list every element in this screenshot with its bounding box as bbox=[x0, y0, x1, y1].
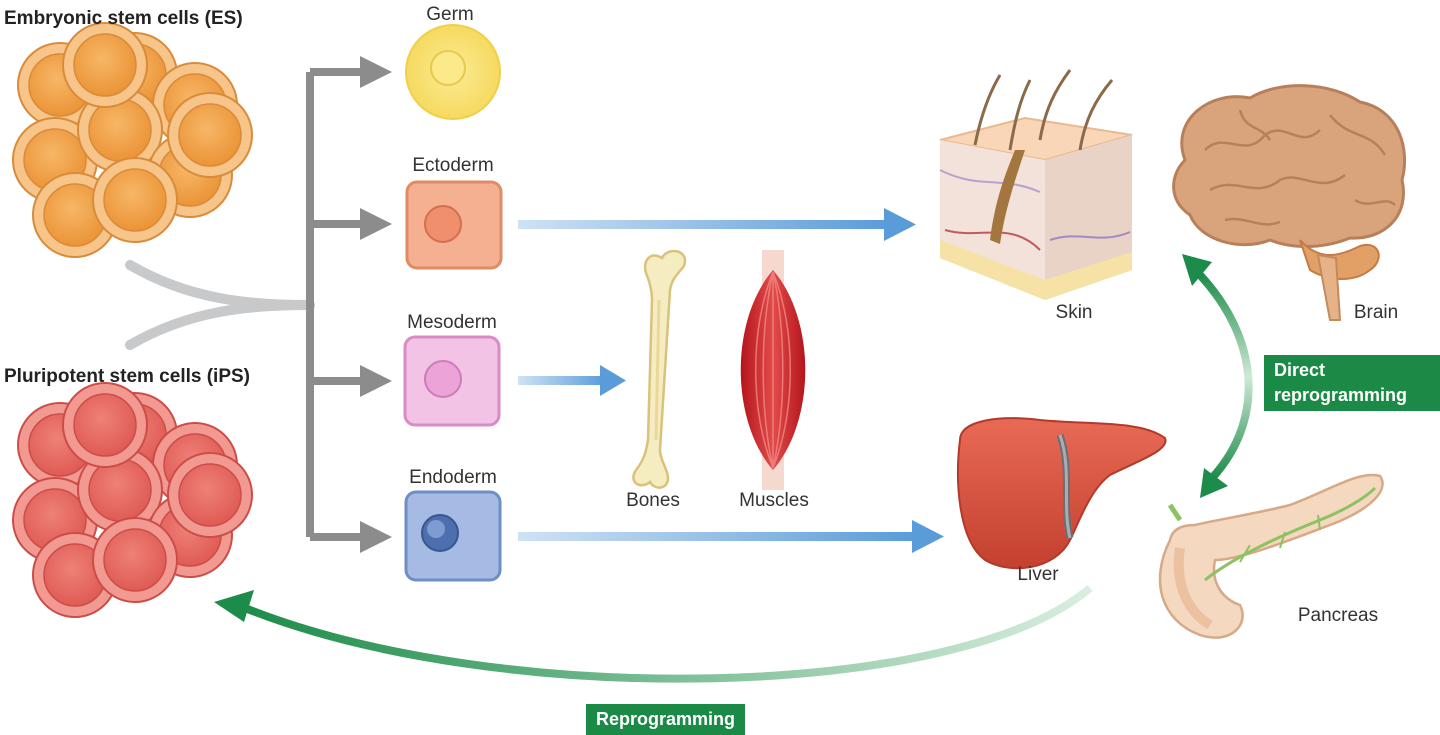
skin-label: Skin bbox=[1055, 302, 1093, 323]
brain-label: Brain bbox=[1353, 302, 1399, 323]
ips-nucleus bbox=[73, 393, 137, 457]
lineage-branch-arrows bbox=[306, 56, 392, 553]
pancreas-illustration bbox=[1158, 473, 1384, 639]
differentiation-arrows bbox=[518, 208, 944, 553]
endoderm-label: Endoderm bbox=[409, 467, 497, 488]
bone-illustration bbox=[632, 249, 687, 489]
es-nucleus bbox=[73, 33, 137, 97]
germ-cell bbox=[405, 24, 501, 120]
ips-nucleus bbox=[103, 528, 167, 592]
mesoderm-cell bbox=[403, 335, 501, 427]
brain-illustration bbox=[1172, 84, 1407, 321]
liver-illustration bbox=[957, 417, 1167, 570]
reprogramming-arrow bbox=[214, 584, 1093, 683]
ips-nucleus bbox=[88, 458, 152, 522]
liver-label: Liver bbox=[1017, 564, 1059, 585]
direct-badge-line1: Direct bbox=[1274, 360, 1326, 380]
skin-illustration bbox=[939, 69, 1133, 300]
merge-lines bbox=[125, 260, 315, 350]
mesoderm-label: Mesoderm bbox=[407, 312, 497, 333]
es-cell-cluster bbox=[12, 22, 253, 258]
es-nucleus bbox=[88, 98, 152, 162]
pancreas-label: Pancreas bbox=[1297, 605, 1379, 626]
ectoderm-cell bbox=[405, 180, 503, 270]
reprogramming-badge: Reprogramming bbox=[586, 704, 746, 735]
ips-label: Pluripotent stem cells (iPS) bbox=[4, 366, 250, 387]
ips-nucleus bbox=[178, 463, 242, 527]
ips-cell-cluster bbox=[12, 382, 253, 618]
germ-label: Germ bbox=[426, 4, 474, 25]
es-nucleus bbox=[178, 103, 242, 167]
ectoderm-label: Ectoderm bbox=[412, 155, 494, 176]
muscle-illustration bbox=[740, 250, 806, 490]
es-nucleus bbox=[103, 168, 167, 232]
direct-badge-line2: reprogramming bbox=[1274, 385, 1408, 405]
direct-reprogramming-badge: Direct reprogramming bbox=[1264, 355, 1440, 411]
endoderm-cell bbox=[404, 490, 502, 582]
bones-label: Bones bbox=[626, 490, 680, 511]
muscles-label: Muscles bbox=[739, 490, 809, 511]
direct-reprogramming-arrow bbox=[1182, 254, 1253, 498]
es-label: Embryonic stem cells (ES) bbox=[4, 8, 243, 29]
